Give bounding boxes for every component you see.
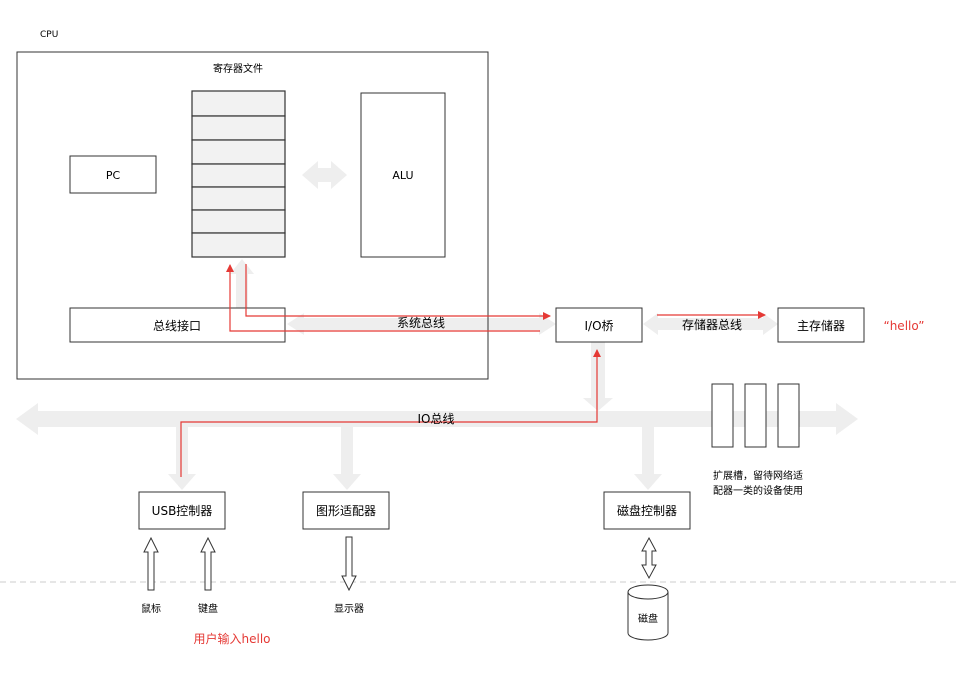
system-bus-arrow	[287, 313, 556, 335]
memory-bus-label: 存储器总线	[682, 317, 742, 332]
disk-cylinder	[627, 584, 669, 641]
register-file-title: 寄存器文件	[213, 62, 263, 75]
cpu-box	[16, 51, 489, 380]
expansion-caption-line1: 扩展槽，留待网络适	[713, 469, 803, 482]
iobus-graphics-arrow	[333, 427, 361, 490]
bridge-to-register-path	[226, 264, 540, 332]
expansion-caption-line2: 配器一类的设备使用	[713, 484, 803, 497]
register-slot	[191, 163, 286, 188]
disk-double-arrow	[641, 536, 657, 580]
main-memory-box	[777, 307, 865, 343]
usb-controller-box	[138, 491, 226, 530]
usb-to-bridge-path	[180, 349, 601, 477]
display-down-arrow	[341, 536, 357, 592]
graphics-adapter-box	[302, 491, 390, 530]
cpu-label: CPU	[40, 30, 58, 40]
main-memory-label: 主存储器	[797, 318, 845, 333]
register-slot	[191, 209, 286, 234]
register-slot	[191, 90, 286, 117]
disk-controller-label: 磁盘控制器	[617, 503, 677, 518]
user-input-label: 用户输入hello	[194, 631, 271, 646]
keyboard-up-arrow	[200, 536, 216, 591]
graphics-adapter-label: 图形适配器	[316, 504, 376, 518]
io-bridge-label: I/O桥	[584, 319, 613, 333]
iobus-usb-arrow	[168, 427, 196, 490]
system-bus-label: 系统总线	[397, 316, 445, 330]
alu-label: ALU	[392, 169, 413, 182]
disk-controller-box	[603, 491, 691, 530]
pc-label: PC	[106, 169, 121, 182]
io-bus-label: IO总线	[418, 412, 455, 426]
register-file	[191, 90, 286, 258]
disk-label: 磁盘	[638, 612, 658, 625]
mouse-up-arrow	[143, 536, 159, 591]
register-slot	[191, 232, 286, 258]
pc-box	[69, 155, 157, 194]
iobus-disk-arrow	[634, 427, 662, 490]
keyboard-label: 键盘	[198, 602, 218, 615]
mouse-label: 鼠标	[141, 602, 161, 615]
register-slot	[191, 186, 286, 211]
register-slot	[191, 139, 286, 165]
usb-controller-label: USB控制器	[152, 504, 213, 518]
register-to-bridge-path	[245, 264, 551, 320]
hello-in-memory-label: “hello”	[883, 319, 924, 333]
register-slot	[191, 115, 286, 141]
bus-register-arrow	[230, 259, 254, 308]
expansion-slot	[711, 383, 734, 448]
register-alu-arrow	[302, 161, 347, 189]
bus-interface-box	[69, 307, 286, 343]
display-label: 显示器	[334, 603, 364, 615]
expansion-slot	[777, 383, 800, 448]
hello-data-path	[180, 264, 766, 477]
alu-box	[360, 92, 446, 258]
bridge-iobus-arrow	[583, 342, 613, 411]
bus-interface-label: 总线接口	[153, 318, 201, 333]
memory-bus-arrow	[643, 313, 778, 335]
expansion-slot	[744, 383, 767, 448]
io-bridge-box	[555, 307, 643, 343]
